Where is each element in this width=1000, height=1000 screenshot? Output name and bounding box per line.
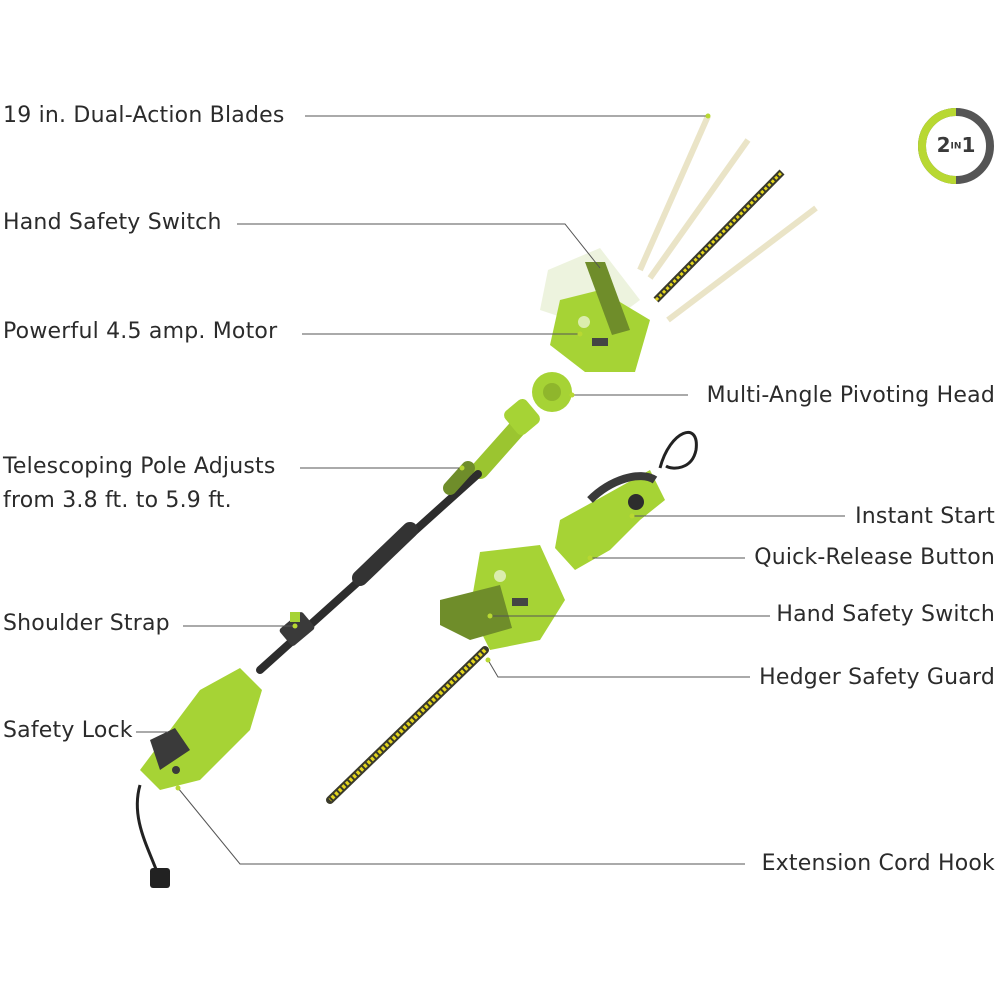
label-instant-start: Instant Start xyxy=(855,504,995,529)
lower-hedger-body xyxy=(440,545,565,650)
rear-handle xyxy=(140,668,262,790)
lower-hedger-blade xyxy=(326,646,489,804)
label-shoulder-strap: Shoulder Strap xyxy=(3,611,170,636)
shoulder-strap-clip xyxy=(279,612,315,646)
leader-lines xyxy=(136,115,845,865)
detached-rear-handle xyxy=(555,431,698,570)
label-quick-release: Quick-Release Button xyxy=(754,545,995,570)
label-cord-hook: Extension Cord Hook xyxy=(761,851,995,876)
leader-dots xyxy=(175,113,711,791)
label-hand-safety-switch-bottom: Hand Safety Switch xyxy=(776,602,995,627)
pivot-ghost-blades xyxy=(637,114,818,323)
top-motor-head xyxy=(550,262,650,372)
badge-text: 2IN1 xyxy=(936,133,976,157)
label-blades: 19 in. Dual-Action Blades xyxy=(3,103,285,128)
label-pivoting-head: Multi-Angle Pivoting Head xyxy=(706,383,995,408)
label-hand-safety-switch-top: Hand Safety Switch xyxy=(3,210,222,235)
top-hedger-blade xyxy=(653,169,785,303)
label-safety-lock: Safety Lock xyxy=(3,718,133,743)
label-telescoping-line2: from 3.8 ft. to 5.9 ft. xyxy=(3,488,232,513)
two-in-one-badge xyxy=(918,108,994,184)
power-cord xyxy=(135,784,170,888)
label-hedger-guard: Hedger Safety Guard xyxy=(759,665,995,690)
label-motor: Powerful 4.5 amp. Motor xyxy=(3,319,278,344)
pivot-joint xyxy=(532,372,572,412)
label-telescoping-line1: Telescoping Pole Adjusts xyxy=(3,454,276,479)
